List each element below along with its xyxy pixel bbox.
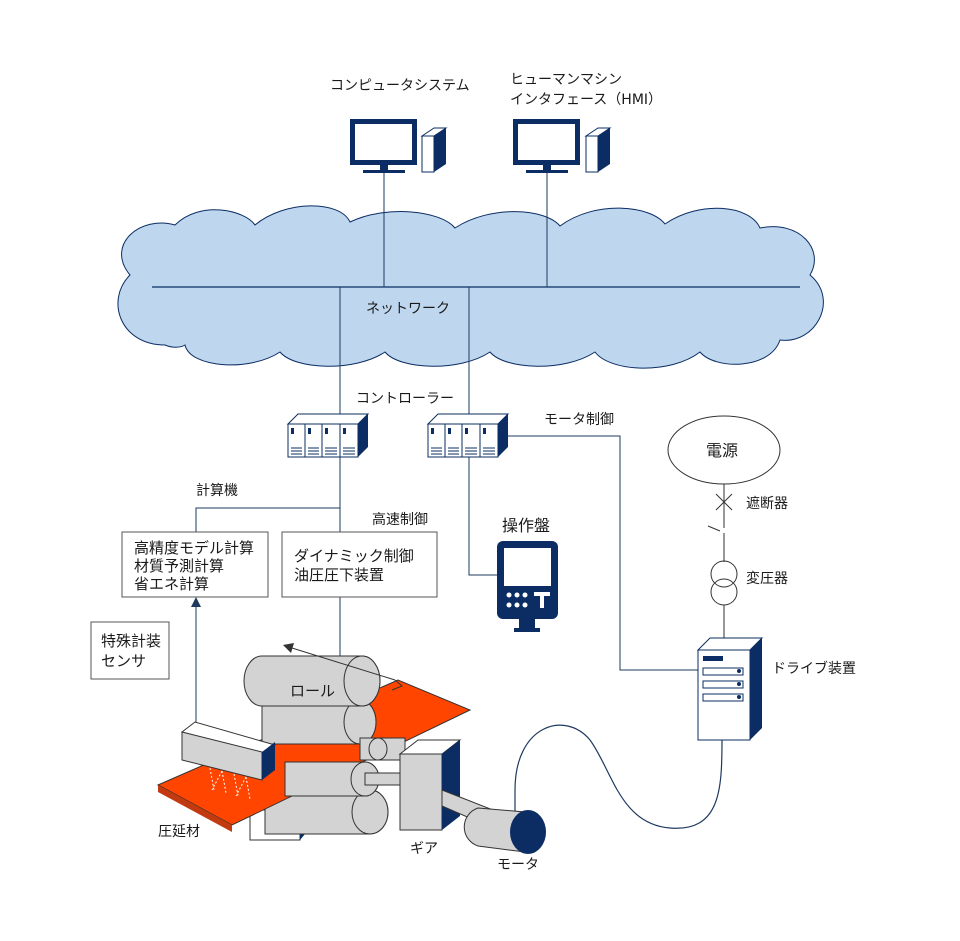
computer-system-label: コンピュータシステム [330,78,470,94]
rolled-material-label: 圧延材 [158,824,200,840]
calc-line-1: 高精度モデル計算 [134,539,254,557]
operation-panel-label: 操作盤 [502,516,550,535]
motor-label: モータ [497,857,539,873]
calc-line-2: 材質予測計算 [134,557,224,575]
upper-work-roll [343,699,377,745]
calc-line-3: 省エネ計算 [134,575,209,593]
drive-unit-icon [696,637,764,741]
hmi-tower-icon [584,127,612,173]
network-label: ネットワーク [366,301,450,317]
sensor-line-1: 特殊計装 [101,632,161,650]
controller-left-icon [286,413,370,458]
controller-label: コントローラー [356,391,454,407]
sensor-feedback-arrow [191,597,201,607]
gear-box [399,753,443,831]
controller-right-icon [426,413,510,458]
motor-icon [510,810,546,854]
transformer-label: 変圧器 [746,570,788,587]
transformer-icon [710,560,738,606]
sensor-box: 特殊計装 センサ [90,621,170,680]
dynamic-line-2: 油圧圧下装置 [294,566,384,584]
dynamic-line-1: ダイナミック制御 [294,547,414,565]
hmi-monitor-icon [513,119,580,173]
computer-tower-icon [420,127,448,173]
calculator-label: 計算機 [196,483,238,499]
motor-control-line [508,435,698,671]
lower-backup-roll [351,789,389,835]
operation-panel-icon [497,541,558,632]
calculation-box: 高精度モデル計算 材質予測計算 省エネ計算 [121,531,269,598]
breaker-icon [707,493,733,532]
hmi-label-line2: インタフェース（HMI） [510,92,662,108]
gear-label: ギア [410,841,438,857]
hmi-label-line1: ヒューマンマシン [510,72,622,88]
rotation-arrow-icon [283,643,294,653]
motor-control-label: モータ制御 [544,412,614,428]
rolling-mill: ロール [156,643,546,854]
power-source-icon: 電源 [667,415,781,485]
breaker-label: 遮断器 [746,496,788,512]
power-label: 電源 [706,441,738,460]
operation-panel-line [468,457,498,576]
roll-label: ロール [290,682,335,700]
computer-monitor-icon [350,119,417,173]
motor-cable [514,724,723,829]
upper-backup-roll [343,655,381,707]
sensor-line-2: センサ [101,652,146,670]
dynamic-control-box: ダイナミック制御 油圧圧下装置 [281,531,438,598]
high-speed-control-label: 高速制御 [372,511,428,528]
drive-label: ドライブ装置 [772,660,856,677]
rolled-material-edge [158,785,232,832]
calculator-branch-line [195,507,340,532]
network-cloud: ネットワーク [117,205,824,369]
sensor-beam-lines [209,767,251,800]
